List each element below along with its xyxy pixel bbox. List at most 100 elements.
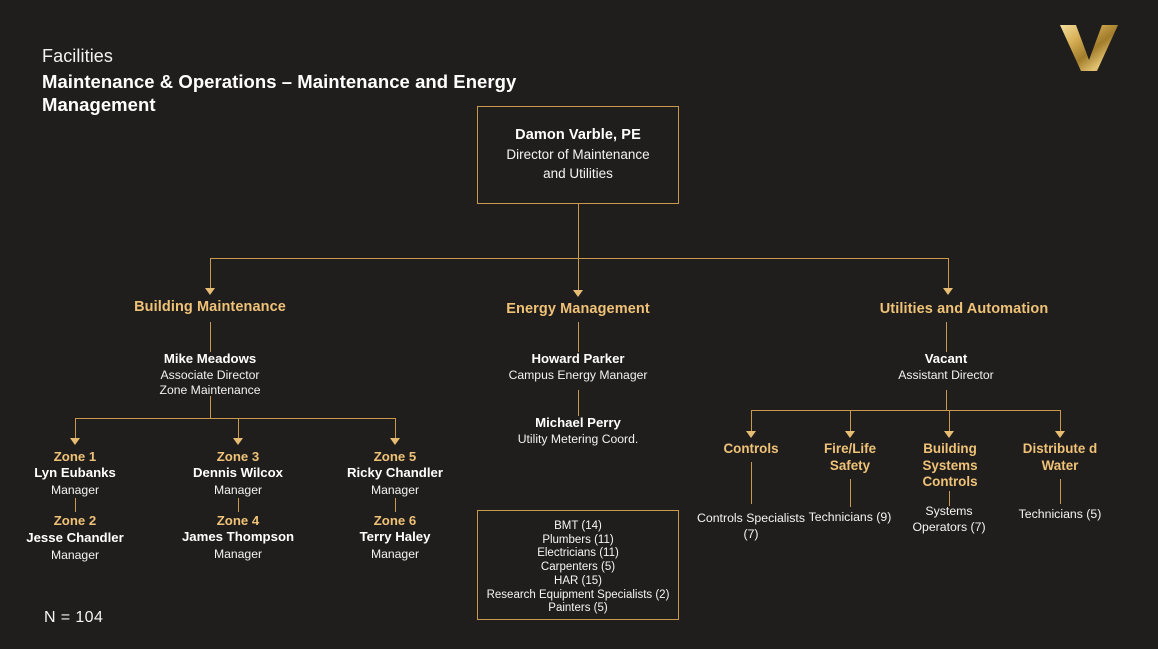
drop-unit-distributed-water <box>1060 410 1061 432</box>
zone-4-title: Zone 4 <box>216 513 260 528</box>
zone-block-4: Zone 4 James Thompson Manager <box>163 512 313 562</box>
arrow-zone-3 <box>233 438 243 445</box>
zone-block-6: Zone 6 Terry Haley Manager <box>320 512 470 562</box>
arrow-unit-building-systems-controls <box>944 431 954 438</box>
drop-zone-5 <box>395 418 396 439</box>
person-michael-perry: Michael Perry Utility Metering Coord. <box>478 415 678 447</box>
branch-energy-management: Energy Management <box>506 301 650 317</box>
zone-5-name: Ricky Chandler <box>346 465 443 480</box>
zone-6-name: Terry Haley <box>359 529 431 544</box>
unit-building-systems-controls: Building Systems Controls <box>922 441 978 489</box>
drop-zone-1 <box>75 418 76 439</box>
zone-2-name: Jesse Chandler <box>26 530 124 545</box>
director-role-line-2: and Utilities <box>543 166 613 181</box>
zone-block-1: Zone 1 Lyn Eubanks Manager <box>0 448 150 498</box>
zone-3-title: Zone 3 <box>216 449 260 464</box>
drop-unit-fire-life-safety <box>850 410 851 432</box>
zone-block-2: Zone 2 Jesse Chandler Manager <box>20 512 130 563</box>
zone-block-3: Zone 3 Dennis Wilcox Manager <box>163 448 313 498</box>
lead-ua-name: Vacant <box>924 351 968 366</box>
arrow-unit-distributed-water <box>1055 431 1065 438</box>
unit-fire-life-safety: Fire/Life Safety <box>823 441 877 473</box>
zone-5-title: Zone 5 <box>373 449 417 464</box>
connector-bm-lead-to-zone-bus <box>210 396 211 418</box>
connector-zone-5-to-6 <box>395 498 396 512</box>
lead-utilities-automation: Vacant Assistant Director <box>846 351 1046 383</box>
lead-bm-name: Mike Meadows <box>163 351 257 366</box>
drop-zone-3 <box>238 418 239 439</box>
connector-distributed-water-to-staff <box>1060 479 1061 504</box>
director-box: Damon Varble, PE Director of Maintenance… <box>477 106 679 204</box>
connector-controls-to-staff <box>751 462 752 504</box>
utility-unit-horizontal-bus <box>751 410 1061 411</box>
vanderbilt-v-logo <box>1060 25 1118 71</box>
lead-em-role-1: Campus Energy Manager <box>508 367 648 382</box>
staff-line: Plumbers (11) <box>542 533 614 546</box>
arrow-zone-5 <box>390 438 400 445</box>
arrow-building-maintenance <box>205 288 215 295</box>
connector-em-lead-to-second <box>578 390 579 416</box>
branch-utilities-automation: Utilities and Automation <box>879 301 1049 317</box>
drop-building-maintenance <box>210 258 211 289</box>
connector-zone-1-to-2 <box>75 498 76 512</box>
branch-building-maintenance: Building Maintenance <box>134 299 286 315</box>
lead-building-maintenance: Mike Meadows Associate Director Zone Mai… <box>110 351 310 399</box>
drop-utilities-automation <box>948 258 949 289</box>
unit-distributed-water: Distribute d Water <box>1022 441 1098 473</box>
zone-3-name: Dennis Wilcox <box>192 465 283 480</box>
director-name: Damon Varble, PE <box>515 127 641 143</box>
zone-4-role: Manager <box>213 546 263 561</box>
lead-bm-role-1: Associate Director <box>160 367 260 382</box>
arrow-unit-controls <box>746 431 756 438</box>
trunk-vertical <box>578 204 579 258</box>
connector-ua-lead-to-unit-bus <box>946 390 947 410</box>
connector-ua-to-lead <box>946 322 947 352</box>
connector-building-systems-controls-to-staff <box>949 491 950 506</box>
staff-line: Painters (5) <box>548 602 608 615</box>
arrow-zone-1 <box>70 438 80 445</box>
connector-em-to-lead <box>578 322 579 352</box>
lead-ua-role-1: Assistant Director <box>898 367 994 382</box>
zone-6-title: Zone 6 <box>373 513 417 528</box>
zone-1-title: Zone 1 <box>53 449 97 464</box>
arrow-energy-management <box>573 290 583 297</box>
staff-line: Electricians (11) <box>537 547 619 560</box>
unit-controls: Controls <box>723 441 779 456</box>
zone-2-role: Manager <box>50 547 100 562</box>
zone-4-name: James Thompson <box>181 529 295 544</box>
arrow-utilities-automation <box>943 288 953 295</box>
michael-perry-role: Utility Metering Coord. <box>517 431 639 446</box>
trades-staffing-box: BMT (14) Plumbers (11) Electricians (11)… <box>477 510 679 620</box>
zone-block-5: Zone 5 Ricky Chandler Manager <box>320 448 470 498</box>
zone-6-role: Manager <box>370 546 420 561</box>
connector-fire-life-safety-to-staff <box>850 479 851 507</box>
zone-3-role: Manager <box>213 482 263 497</box>
staff-line: BMT (14) <box>554 520 602 532</box>
director-role-line-1: Director of Maintenance <box>506 147 650 162</box>
unit-building-systems-controls-staff: Systems Operators (7) <box>912 504 986 534</box>
unit-distributed-water-staff: Technicians (5) <box>1018 507 1102 521</box>
zone-1-role: Manager <box>50 482 100 497</box>
connector-zone-3-to-4 <box>238 498 239 512</box>
staff-line: HAR (15) <box>554 574 602 587</box>
zone-2-title: Zone 2 <box>53 513 97 528</box>
arrow-unit-fire-life-safety <box>845 431 855 438</box>
lead-bm-role-2: Zone Maintenance <box>159 383 261 397</box>
lead-em-name: Howard Parker <box>531 351 625 366</box>
drop-unit-controls <box>751 410 752 432</box>
zone-5-role: Manager <box>370 482 420 497</box>
michael-perry-name: Michael Perry <box>535 415 621 430</box>
main-horizontal-bus <box>210 258 949 259</box>
staff-line: Carpenters (5) <box>540 561 616 574</box>
page-title: Maintenance & Operations – Maintenance a… <box>42 71 517 115</box>
unit-controls-staff: Controls Specialists (7) <box>697 511 805 541</box>
drop-unit-building-systems-controls <box>949 410 950 432</box>
total-headcount: N = 104 <box>44 609 104 626</box>
drop-energy-management <box>578 258 579 291</box>
staff-line: Research Equipment Specialists (2) <box>486 588 670 601</box>
connector-bm-to-lead <box>210 322 211 352</box>
zone-horizontal-bus <box>75 418 395 419</box>
zone-1-name: Lyn Eubanks <box>34 465 116 480</box>
page-eyebrow: Facilities <box>42 46 114 66</box>
